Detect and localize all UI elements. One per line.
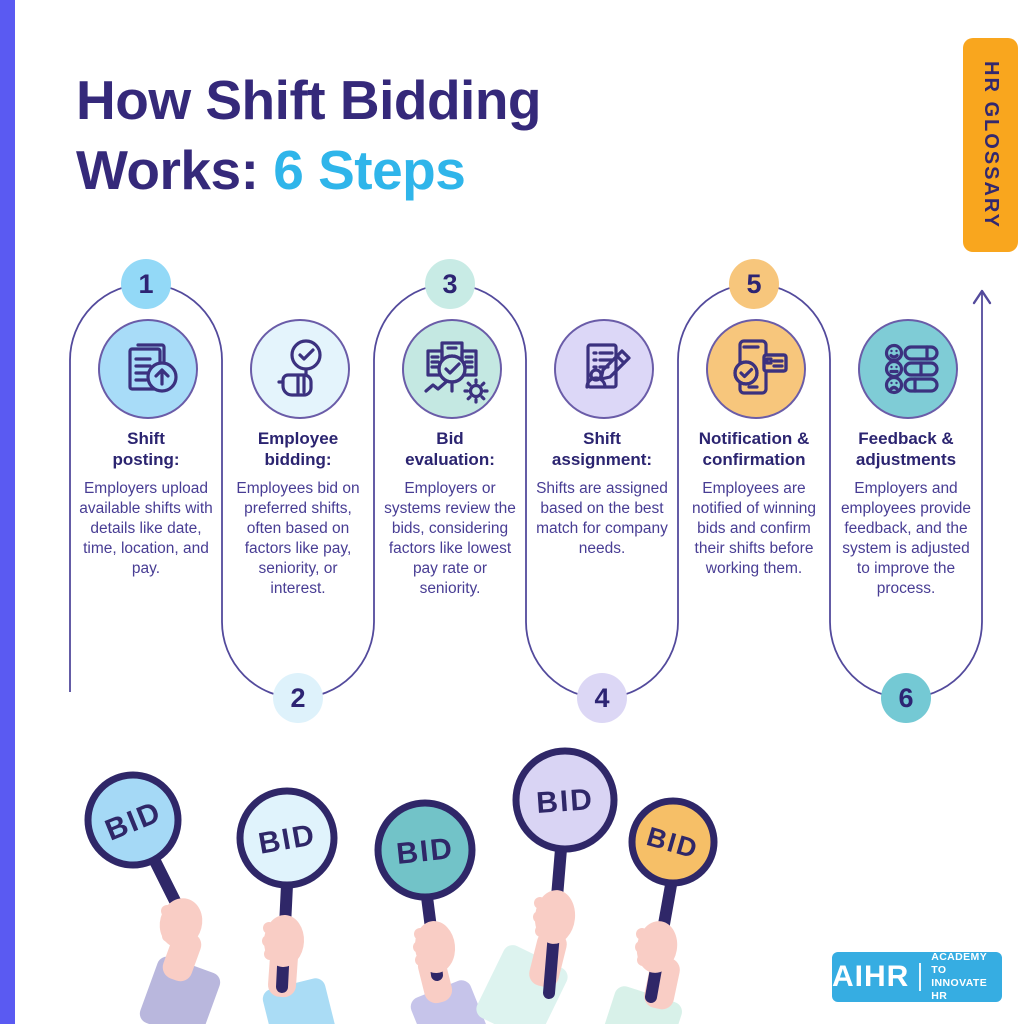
step-badge-6: 6 xyxy=(881,673,931,723)
step-6-description: Employers and employees provide feedback… xyxy=(840,479,972,598)
title-line-2-accent: 6 Steps xyxy=(273,138,466,201)
step-6-title: Feedback & adjustments xyxy=(855,429,957,470)
paddle-circle-5 xyxy=(628,797,718,887)
left-accent-bar xyxy=(0,0,15,1024)
step-icon-circle-1 xyxy=(98,319,198,419)
bid-paddle-5: BID xyxy=(602,797,718,1024)
paddle-circle-4 xyxy=(512,747,618,853)
step-4: Shift assignment: Shifts are assigned ba… xyxy=(522,428,682,559)
aihr-logo: AIHR ACADEMY TO INNOVATE HR xyxy=(832,951,1002,1004)
logo-divider xyxy=(919,963,922,991)
step-3: Bid evaluation: Employers or systems rev… xyxy=(370,428,530,599)
step-5-title: Notification & confirmation xyxy=(698,429,810,470)
upload-documents-icon xyxy=(128,343,178,393)
step-icon-circle-4 xyxy=(554,319,654,419)
feedback-sliders-icon xyxy=(884,343,939,395)
step-2-description: Employees bid on preferred shifts, often… xyxy=(236,479,360,598)
step-badge-3: 3 xyxy=(425,259,475,309)
step-number-3: 3 xyxy=(442,268,458,299)
step-number-2: 2 xyxy=(290,682,306,713)
step-1: Shift posting: Employers upload availabl… xyxy=(66,428,226,579)
step-number-1: 1 xyxy=(138,268,154,299)
step-icon-circle-2 xyxy=(250,319,350,419)
step-6: Feedback & adjustments Employers and emp… xyxy=(826,428,986,599)
sleeve-1 xyxy=(139,956,221,1024)
bid-paddle-4: BID xyxy=(476,747,618,1024)
paddle-circle-3 xyxy=(374,799,476,901)
step-badge-2: 2 xyxy=(273,673,323,723)
documents-analysis-icon xyxy=(424,341,489,404)
step-badge-5: 5 xyxy=(729,259,779,309)
title-line-2: Works: 6 Steps xyxy=(76,136,541,206)
bid-paddle-1: BID xyxy=(84,771,221,1024)
bid-paddle-2: BID xyxy=(236,787,338,1024)
step-4-description: Shifts are assigned based on the best ma… xyxy=(536,479,668,557)
step-icon-circle-5 xyxy=(706,319,806,419)
logo-tagline-line2: INNOVATE HR xyxy=(931,977,988,1003)
title-line-2-prefix: Works: xyxy=(76,138,274,201)
step-5-description: Employees are notified of winning bids a… xyxy=(691,479,817,578)
bid-paddles-illustration: BID BID BID xyxy=(84,747,718,1024)
step-3-title: Bid evaluation: xyxy=(405,429,495,470)
step-icon-circle-3 xyxy=(402,319,502,419)
step-2-title: Employee bidding: xyxy=(257,429,339,470)
hand-magnifier-check-icon xyxy=(277,339,322,397)
step-3-description: Employers or systems review the bids, co… xyxy=(384,479,516,598)
page-title: How Shift Bidding Works: 6 Steps xyxy=(76,66,542,206)
paddle-circle-2 xyxy=(236,787,338,889)
step-5: Notification & confirmation Employees ar… xyxy=(674,428,834,579)
logo-tagline: ACADEMY TO INNOVATE HR xyxy=(931,951,1002,1004)
step-badge-4: 4 xyxy=(577,673,627,723)
step-1-title: Shift posting: xyxy=(112,429,180,470)
phone-check-card-icon xyxy=(733,339,788,395)
paddle-label-3: BID xyxy=(395,832,456,871)
logo-tagline-line1: ACADEMY TO xyxy=(931,950,987,976)
step-icon-circle-6 xyxy=(858,319,958,419)
document-pencil-person-icon xyxy=(585,343,631,389)
hr-glossary-label: HR GLOSSARY xyxy=(980,61,1002,229)
step-4-title: Shift assignment: xyxy=(551,429,653,470)
step-2: Employee bidding: Employees bid on prefe… xyxy=(218,428,378,599)
paddle-circle-1 xyxy=(84,771,182,869)
step-1-description: Employers upload available shifts with d… xyxy=(79,479,213,578)
flow-arrow-up-icon xyxy=(972,289,992,305)
step-number-4: 4 xyxy=(594,682,610,713)
bid-paddle-3: BID xyxy=(374,799,488,1024)
step-badge-1: 1 xyxy=(121,259,171,309)
paddle-label-4: BID xyxy=(535,783,595,820)
aihr-logo-text: AIHR xyxy=(832,960,910,993)
title-line-1: How Shift Bidding xyxy=(76,69,542,131)
step-number-5: 5 xyxy=(746,268,762,299)
hr-glossary-tag: HR GLOSSARY xyxy=(963,38,1018,252)
step-number-6: 6 xyxy=(898,682,914,713)
